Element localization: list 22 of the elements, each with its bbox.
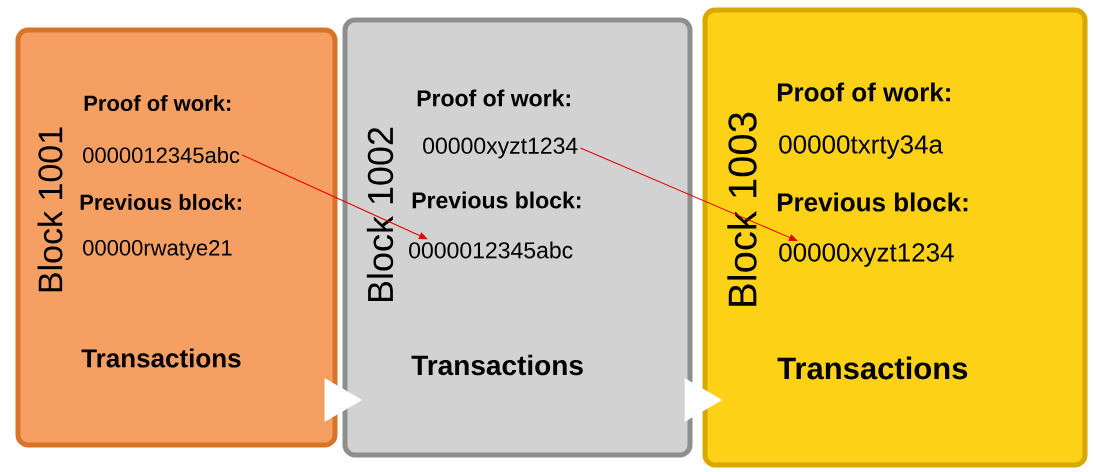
block-title: Block 1002 <box>366 127 394 302</box>
hash-value: 00000xyzt1234 <box>779 243 954 267</box>
arrow <box>241 154 428 240</box>
field-label: Transactions <box>81 348 241 368</box>
chevron-arrow <box>684 378 723 422</box>
field-label: Proof of work: <box>417 89 570 107</box>
block-title: Block 1003 <box>727 112 757 306</box>
field-label: Proof of work: <box>777 82 950 102</box>
field-label: Previous block: <box>777 192 968 212</box>
hash-value: 0000012345abc <box>83 146 240 164</box>
hash-value: 00000rwatye21 <box>83 240 232 260</box>
field-label: Proof of work: <box>84 94 231 112</box>
field-label: Transactions <box>411 354 583 376</box>
field-label: Previous block: <box>412 191 581 209</box>
hash-value: 00000xyzt1234 <box>423 137 578 159</box>
arrow <box>579 147 798 241</box>
block-title: Block 1001 <box>37 127 63 292</box>
hash-value: 0000012345abc <box>409 241 573 259</box>
field-label: Previous block: <box>80 193 241 211</box>
chevron-arrow <box>324 378 363 422</box>
field-label: Transactions <box>777 356 968 380</box>
hash-value: 00000txrty34a <box>779 135 943 159</box>
